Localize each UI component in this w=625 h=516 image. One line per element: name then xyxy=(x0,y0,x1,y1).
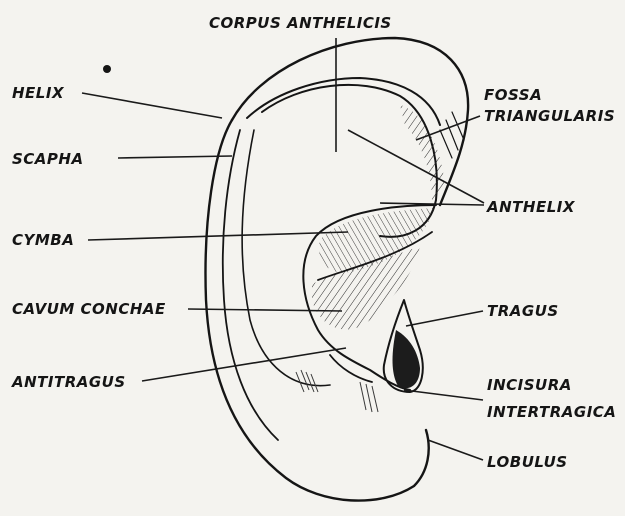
ink-dot xyxy=(103,65,111,73)
leader-helix xyxy=(82,93,222,118)
label-cymba: CYMBA xyxy=(12,231,74,249)
leader-lobulus xyxy=(428,440,483,460)
label-helix: HELIX xyxy=(12,84,65,102)
leader-scapha xyxy=(118,156,232,158)
label-tragus: TRAGUS xyxy=(487,302,559,320)
anthelix-inner-line xyxy=(242,130,330,386)
leader-antitragus xyxy=(142,348,346,381)
leader-tragus xyxy=(406,311,483,326)
scapha-groove xyxy=(223,130,278,440)
label-scapha: SCAPHA xyxy=(12,150,84,168)
label-fossa-triangularis-line1: FOSSA xyxy=(484,86,542,104)
label-fossa-triangularis-line2: TRIANGULARIS xyxy=(484,107,615,125)
leader-incisura xyxy=(404,390,483,400)
label-lobulus: LOBULUS xyxy=(487,453,568,471)
label-incisura-line1: INCISURA xyxy=(487,376,572,394)
label-corpus-anthelicis: CORPUS ANTHELICIS xyxy=(209,14,392,32)
label-anthelix: ANTHELIX xyxy=(486,198,576,216)
lobe-hatch xyxy=(360,382,378,412)
label-antitragus: ANTITRAGUS xyxy=(11,373,126,391)
label-incisura-line2: INTERTRAGICA xyxy=(487,403,616,421)
leader-cymba xyxy=(88,232,348,240)
antitragus-hatch xyxy=(296,370,318,392)
leader-anthelix-b xyxy=(380,203,484,205)
label-cavum-conchae: CAVUM CONCHAE xyxy=(12,300,166,318)
